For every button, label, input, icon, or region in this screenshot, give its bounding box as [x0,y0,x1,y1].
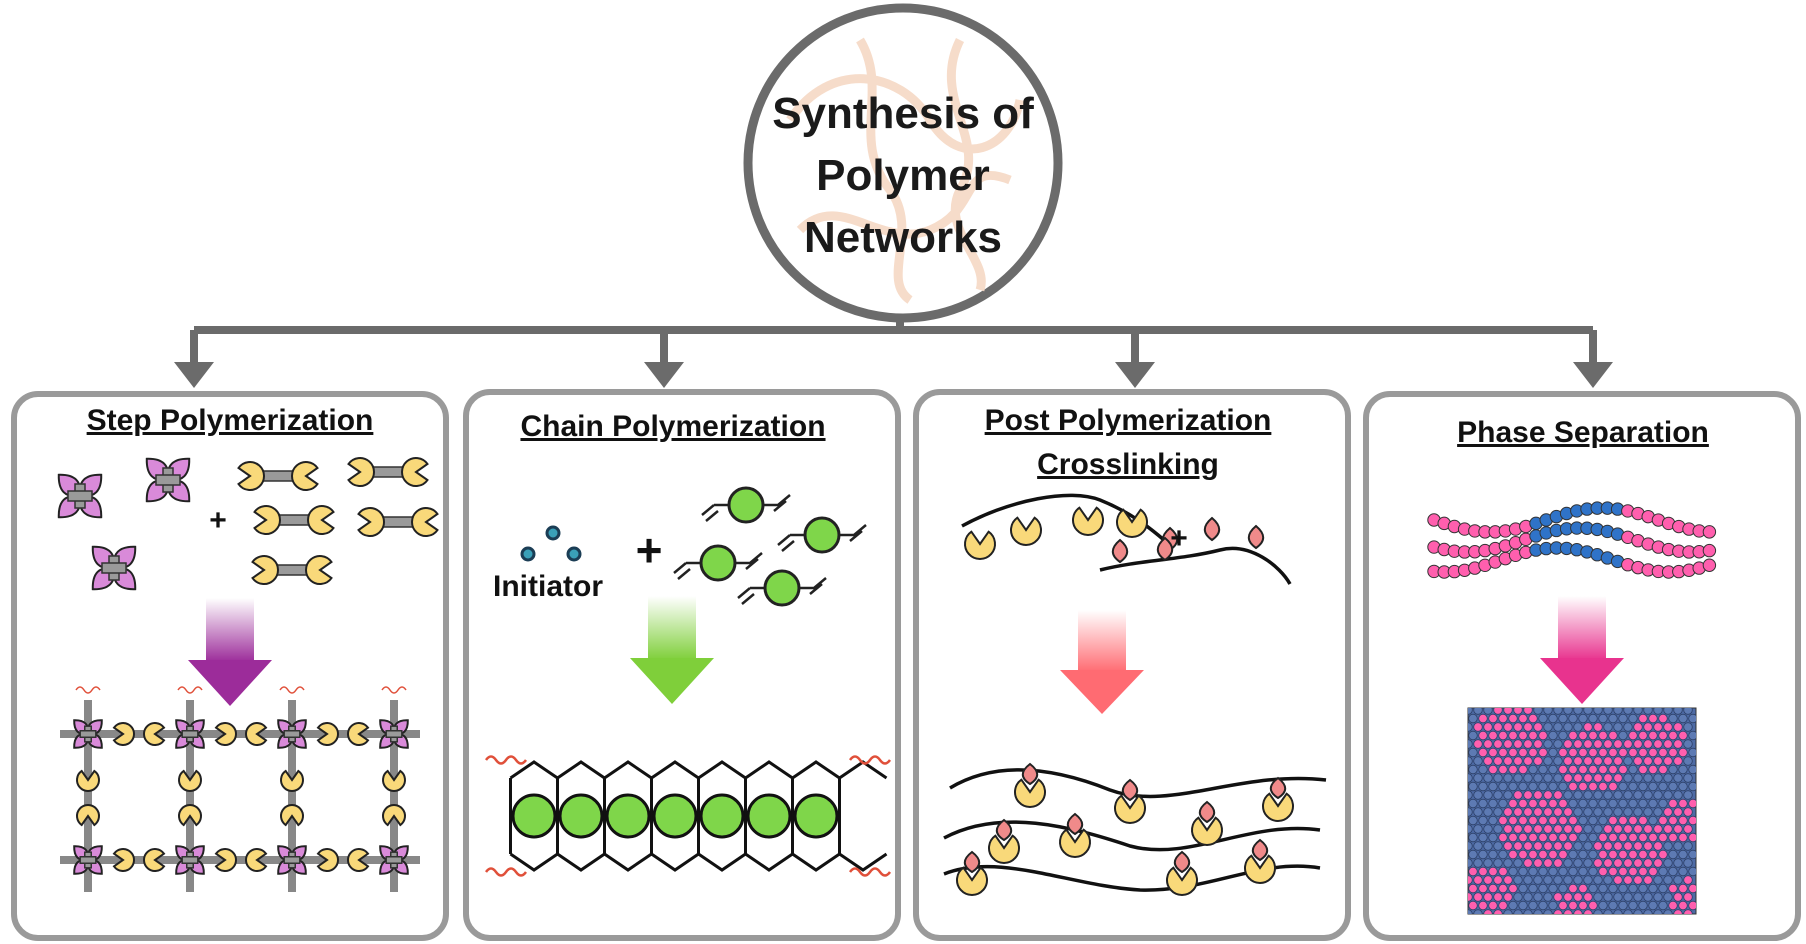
phase-separated-morphology [1467,707,1697,915]
chain-network [484,755,892,877]
plus-sign: + [636,524,663,576]
step-network [60,686,420,892]
connector-arrow-chain [644,330,684,388]
reaction-arrow [1060,610,1144,714]
panel-title: Chain Polymerization [520,410,825,443]
plus-sign: + [209,504,227,537]
bifunctional-monomers [237,457,439,585]
title-line-1: Synthesis of [772,89,1034,138]
panel-title: Phase Separation [1457,416,1709,449]
initiator-label: Initiator [493,570,603,603]
panel-phase-separation: Phase Separation [1363,391,1801,941]
block-copolymer-chains [1427,501,1717,579]
panel-title-line-1: Post Polymerization [985,404,1272,437]
panel-title-line-2: Crosslinking [1037,448,1219,481]
connector-arrow-step [174,330,214,388]
vinyl-monomers [673,486,867,607]
reaction-arrow [1540,596,1624,704]
functional-polymer-chains [961,493,1292,585]
reaction-arrow [630,596,714,704]
panel-title: Step Polymerization [87,404,374,437]
title-line-3: Networks [804,213,1002,262]
plus-sign: + [1170,522,1188,555]
panel-post-polymerization-crosslinking: Post Polymerization Crosslinking + [913,389,1351,941]
connector-arrow-phase [1573,330,1613,388]
panel-step-polymerization: Step Polymerization + [11,391,449,941]
crosslinked-chains [943,762,1327,896]
title-node: Synthesis of Polymer Networks [743,3,1063,323]
initiator-dots [520,525,582,562]
polymer-strands-watermark [786,37,1025,304]
panel-chain-polymerization: Chain Polymerization Initiator + [463,389,901,941]
reaction-arrow [188,598,272,706]
connector-arrow-post [1115,330,1155,388]
tree-connector [174,312,1613,388]
tetrafunctional-monomers [57,457,191,591]
title-line-2: Polymer [816,151,990,200]
